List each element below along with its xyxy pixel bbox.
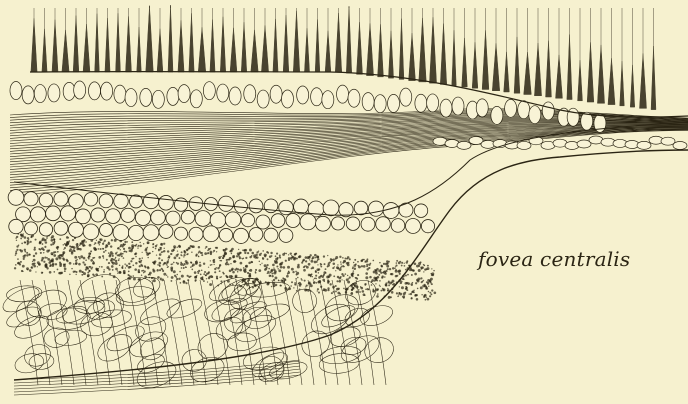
fovea-centralis-label: fovea centralis <box>478 247 630 271</box>
